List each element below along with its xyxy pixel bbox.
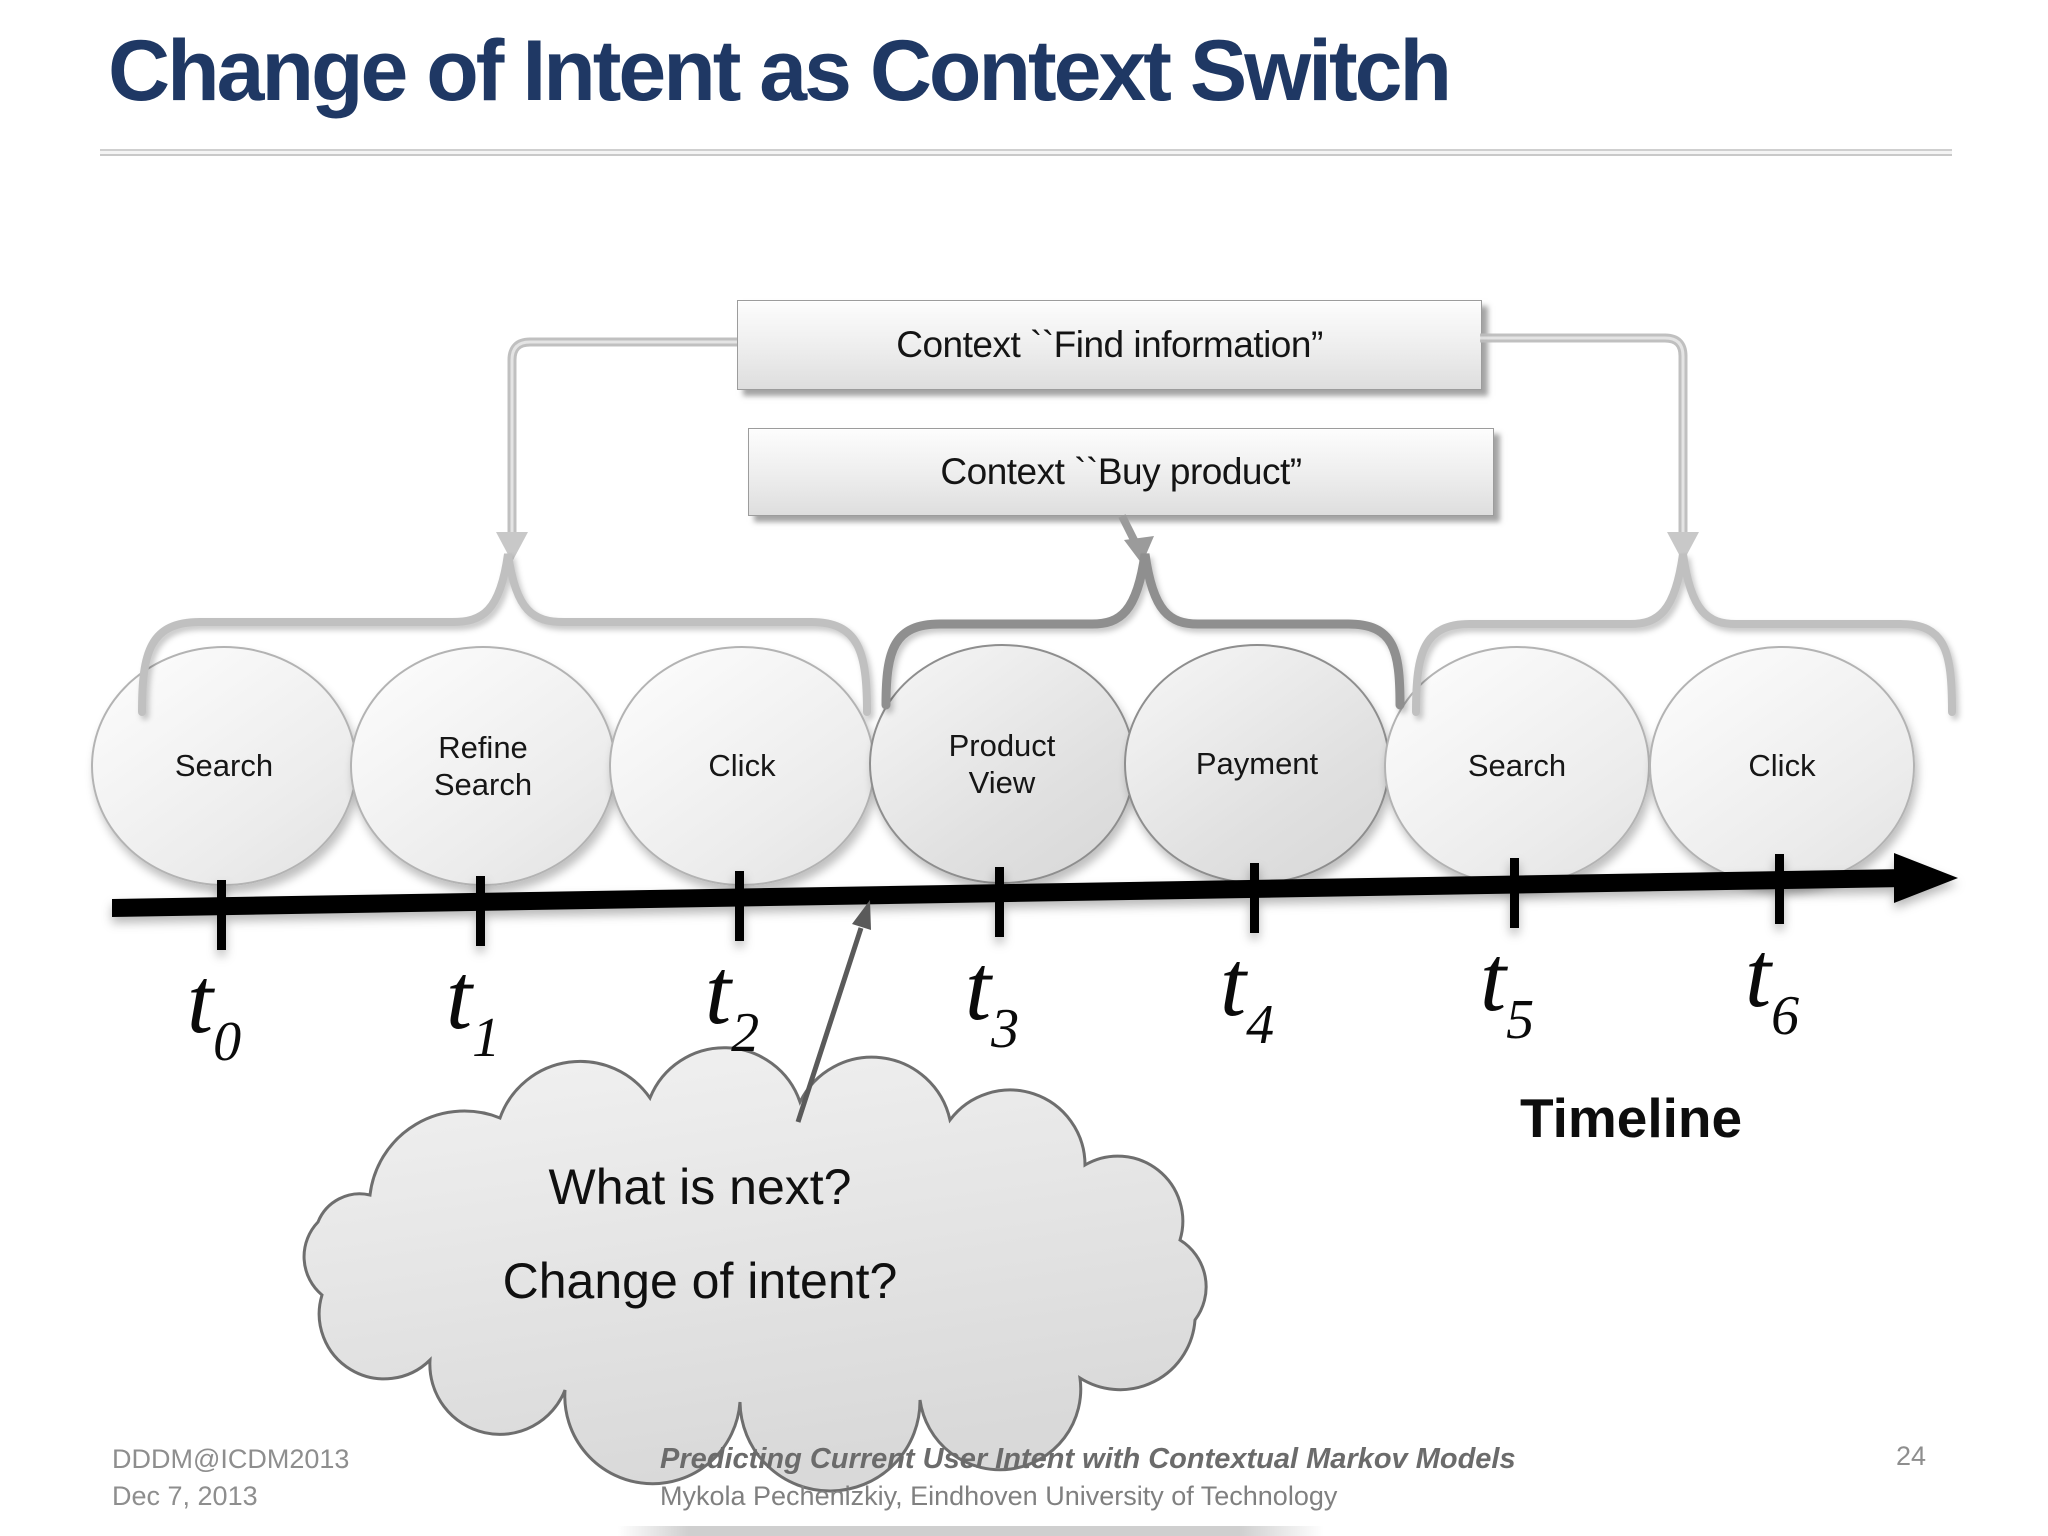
title-divider — [100, 149, 1952, 156]
tick-label-t3: t3 — [964, 936, 1020, 1060]
node-label: Click — [1748, 748, 1816, 784]
event-node-click-2: Click — [1649, 646, 1915, 886]
context-box-buy-product: Context ``Buy product” — [748, 428, 1494, 516]
event-node-click-1: Click — [609, 646, 875, 886]
event-node-product-view: Product View — [869, 644, 1135, 884]
context-box-label: Context ``Buy product” — [940, 451, 1302, 492]
bottom-edge-shadow — [618, 1526, 1324, 1536]
node-label: Product View — [948, 727, 1056, 800]
node-label: Click — [708, 748, 776, 784]
connector-find-left — [496, 337, 737, 562]
tick-label-t1: t1 — [445, 945, 501, 1069]
tick-label-t2: t2 — [704, 940, 760, 1064]
tick-label-t6: t6 — [1744, 923, 1800, 1047]
footer-paper-title: Predicting Current User Intent with Cont… — [660, 1443, 1516, 1475]
tick-label-t0: t0 — [186, 949, 242, 1073]
event-node-search-2: Search — [1384, 646, 1650, 886]
footer-author: Mykola Pechenizkiy, Eindhoven University… — [660, 1481, 1338, 1511]
event-node-payment: Payment — [1124, 644, 1390, 884]
arrowhead-up-icon — [852, 900, 871, 930]
event-node-search-1: Search — [91, 646, 357, 886]
slide-title: Change of Intent as Context Switch — [108, 23, 1452, 119]
arrowhead-down-icon — [496, 532, 528, 562]
page-number: 24 — [1896, 1441, 1927, 1471]
arrowhead-down-icon — [1667, 532, 1699, 562]
node-label: Search — [174, 748, 274, 784]
footer-conference: DDDM@ICDM2013 — [112, 1444, 350, 1474]
node-label: Payment — [1195, 746, 1319, 782]
footer-date: Dec 7, 2013 — [112, 1481, 258, 1511]
timeline-label: Timeline — [1520, 1087, 1743, 1149]
tick-label-t5: t5 — [1479, 927, 1535, 1051]
footer-conference-date: DDDM@ICDM2013 Dec 7, 2013 — [112, 1441, 349, 1515]
context-box-find-information: Context ``Find information” — [737, 300, 1482, 390]
timeline-arrowhead-icon — [1894, 853, 1958, 903]
connector-buy — [1118, 514, 1154, 564]
cloud-text-line2: Change of intent? — [502, 1253, 898, 1309]
context-box-label: Context ``Find information” — [896, 324, 1323, 365]
event-node-refine-search: Refine Search — [350, 646, 616, 886]
tick-label-t4: t4 — [1219, 932, 1275, 1056]
arrowhead-down-icon — [1124, 536, 1154, 564]
connector-find-right — [1480, 333, 1699, 562]
cloud-to-timeline-arrow — [795, 900, 871, 1123]
cloud-text-line1: What is next? — [548, 1159, 852, 1215]
footer-paper-info: Predicting Current User Intent with Cont… — [660, 1441, 1516, 1515]
node-label: Search — [1467, 748, 1567, 784]
node-label: Refine Search — [433, 729, 533, 802]
